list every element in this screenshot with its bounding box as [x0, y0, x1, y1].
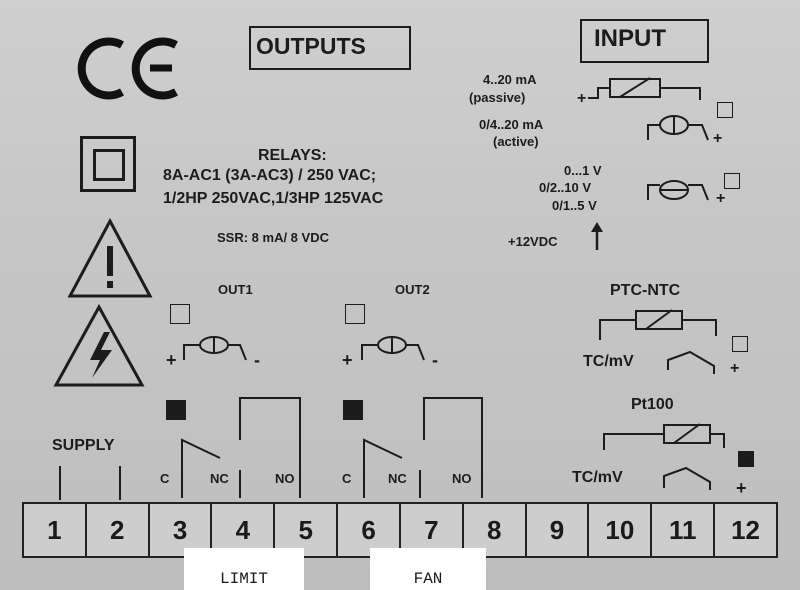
input-v1: 0...1 V — [564, 163, 602, 178]
relays-title: RELAYS: — [258, 147, 327, 164]
input-ma-passive-1: 4..20 mA — [483, 72, 537, 87]
ma-passive-plus: + — [577, 90, 587, 107]
input-12vdc: +12VDC — [508, 234, 558, 249]
terminal-2: 2 — [87, 504, 150, 556]
input-tc-mv-1: TC/mV — [583, 353, 634, 370]
input-ptc-ntc: PTC-NTC — [610, 282, 681, 299]
limit-label: LIMIT — [219, 570, 268, 588]
out1-minus: - — [254, 350, 260, 370]
terminal-strip: 1 2 3 4 5 6 7 8 9 10 11 12 — [22, 502, 778, 558]
terminal-3: 3 — [150, 504, 213, 556]
supply-label: SUPPLY — [52, 437, 115, 454]
terminal-8: 8 — [464, 504, 527, 556]
out2-filled-square — [343, 400, 363, 420]
tc-mv-2-plus: + — [736, 478, 747, 498]
terminal-11: 11 — [652, 504, 716, 556]
terminal-10: 10 — [589, 504, 653, 556]
out2-nc-label: NC — [388, 471, 407, 486]
out1-filled-square — [166, 400, 186, 420]
limit-label-bar: LIMIT — [184, 548, 304, 590]
out1-plus: + — [166, 350, 177, 370]
ssr-rating: SSR: 8 mA/ 8 VDC — [217, 230, 329, 245]
out1-no-label: NO — [275, 471, 295, 486]
out2-label: OUT2 — [395, 282, 430, 297]
outputs-label: OUTPUTS — [256, 33, 366, 59]
out2-minus: - — [432, 350, 438, 370]
input-v2: 0/2..10 V — [539, 180, 592, 195]
fan-label: FAN — [413, 570, 443, 588]
terminal-1: 1 — [24, 504, 87, 556]
voltage-plus: + — [716, 190, 726, 207]
out2-no-label: NO — [452, 471, 472, 486]
terminal-7: 7 — [401, 504, 464, 556]
input-tc-mv-2: TC/mV — [572, 469, 623, 486]
outputs-box — [249, 26, 411, 70]
tc-mv-1-plus: + — [730, 360, 740, 377]
ma-active-plus: + — [713, 130, 723, 147]
relays-rating-2: 1/2HP 250VAC,1/3HP 125VAC — [163, 190, 384, 207]
input-box — [580, 19, 709, 63]
out1-nc-label: NC — [210, 471, 229, 486]
relays-rating-1: 8A-AC1 (3A-AC3) / 250 VAC; — [163, 167, 377, 184]
out1-label: OUT1 — [218, 282, 253, 297]
input-label: INPUT — [594, 25, 666, 52]
fan-label-bar: FAN — [370, 548, 486, 590]
out2-empty-square — [345, 304, 365, 324]
terminal-5: 5 — [275, 504, 339, 556]
voltage-square — [724, 173, 740, 189]
terminal-4: 4 — [212, 504, 276, 556]
ptc-ntc-square — [732, 336, 748, 352]
ma-passive-square — [717, 102, 733, 118]
double-insulation-icon — [80, 136, 136, 192]
input-ma-active-2: (active) — [493, 134, 539, 149]
out1-empty-square — [170, 304, 190, 324]
terminal-6: 6 — [338, 504, 401, 556]
input-ma-active-1: 0/4..20 mA — [479, 117, 544, 132]
input-ma-passive-2: (passive) — [469, 90, 526, 105]
pt100-filled-square — [738, 451, 754, 467]
out2-c-label: C — [342, 471, 352, 486]
input-v3: 0/1..5 V — [552, 198, 597, 213]
terminal-12: 12 — [731, 514, 760, 545]
out1-c-label: C — [160, 471, 170, 486]
terminal-9: 9 — [527, 504, 590, 556]
out2-plus: + — [342, 350, 353, 370]
input-pt100: Pt100 — [631, 396, 674, 413]
